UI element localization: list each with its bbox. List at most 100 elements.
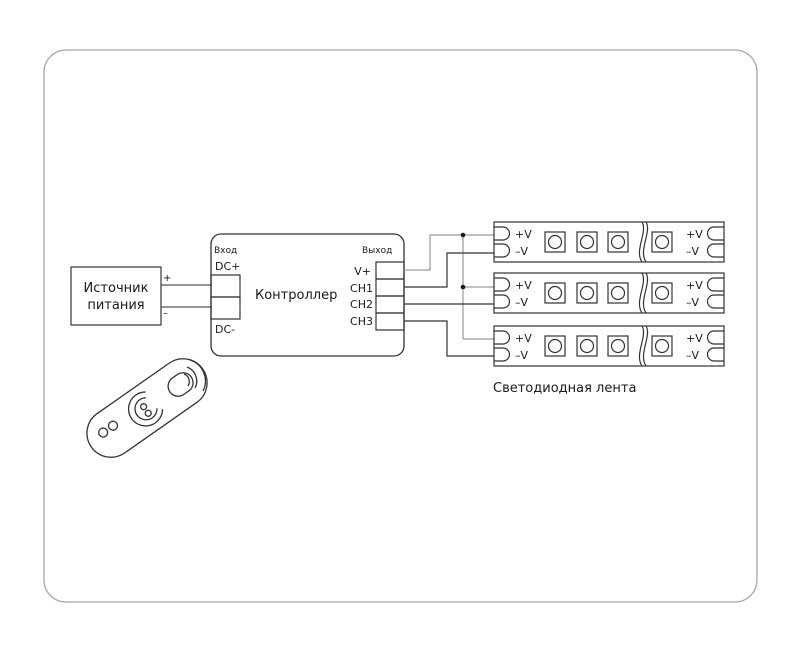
remote-body xyxy=(86,358,208,458)
led-chip xyxy=(651,282,673,304)
led-chip xyxy=(544,282,566,304)
input-label: Вход xyxy=(214,246,237,256)
cut-mark xyxy=(642,272,649,314)
wire-ch1 xyxy=(404,252,494,288)
remote-small-button xyxy=(98,427,109,438)
strip-plus-v-label: +V xyxy=(515,228,532,241)
led-lens xyxy=(547,234,563,250)
output-ch2-label: CH2 xyxy=(350,298,373,311)
strip-body xyxy=(493,221,725,263)
strip-plus-v-label: +V xyxy=(686,228,703,241)
cut-mark xyxy=(638,272,645,314)
cut-mark xyxy=(638,221,645,263)
controller-title: Контроллер xyxy=(255,288,337,303)
strip-minus-v-label: –V xyxy=(515,245,529,258)
led-lens xyxy=(654,285,670,301)
connector-tab xyxy=(494,226,511,241)
output-terminal-ch1 xyxy=(375,278,405,297)
cut-mark xyxy=(642,325,649,367)
connector-tab xyxy=(706,294,724,309)
minus-sign: – xyxy=(163,308,168,319)
led-chip xyxy=(607,335,629,357)
connector-tab xyxy=(494,243,511,258)
led-strips: +V –V +V –V +V –V +V –V +V –V +V –V xyxy=(493,221,725,367)
wire-ch3 xyxy=(404,320,494,357)
plus-sign: + xyxy=(163,273,171,284)
led-lens xyxy=(579,234,595,250)
strip-plus-v-label: +V xyxy=(515,279,532,292)
led-lens xyxy=(547,285,563,301)
led-lens xyxy=(610,338,626,354)
power-source-box xyxy=(70,266,162,326)
input-terminal-minus xyxy=(210,296,241,320)
signal-waves-icon xyxy=(183,359,207,392)
output-wiring xyxy=(404,232,494,357)
led-chip xyxy=(607,231,629,253)
output-terminal-ch3 xyxy=(375,312,405,331)
strip-minus-v-label: –V xyxy=(686,245,700,258)
led-chip xyxy=(576,335,598,357)
connector-tab xyxy=(706,330,724,345)
led-lens xyxy=(654,234,670,250)
connector-tab xyxy=(706,243,724,258)
controller: Вход DC+ DC- Контроллер Выход V+ CH1 CH2… xyxy=(210,233,405,357)
remote-ring-inner xyxy=(134,397,158,421)
output-v-plus-label: V+ xyxy=(354,265,371,278)
led-lens xyxy=(610,234,626,250)
remote-small-button xyxy=(107,420,119,431)
strip-body xyxy=(493,325,725,367)
connector-tab xyxy=(706,226,724,241)
led-lens xyxy=(579,285,595,301)
remote-ring-outer xyxy=(127,391,164,427)
connector-tab xyxy=(494,347,511,362)
led-chip xyxy=(651,335,673,357)
led-chip xyxy=(651,231,673,253)
junction-dot xyxy=(460,232,466,238)
outer-frame xyxy=(43,49,758,603)
output-ch3-label: CH3 xyxy=(350,315,373,328)
strip-caption: Светодиодная лента xyxy=(493,381,636,396)
dc-minus-label: DC- xyxy=(215,323,235,336)
led-lens xyxy=(547,338,563,354)
junction-dot xyxy=(460,284,466,290)
connector-tab xyxy=(494,294,511,309)
led-chip xyxy=(544,335,566,357)
cut-mark xyxy=(642,221,649,263)
input-terminal-plus xyxy=(210,274,241,298)
strip-plus-v-label: +V xyxy=(515,332,532,345)
strip-minus-v-label: –V xyxy=(515,349,529,362)
remote-center-button xyxy=(139,403,148,411)
power-source-label-1: Источник xyxy=(84,281,149,296)
connector-tab xyxy=(706,347,724,362)
strip-minus-v-label: –V xyxy=(686,349,700,362)
cut-mark xyxy=(638,325,645,367)
strip-minus-v-label: –V xyxy=(686,296,700,309)
output-terminal-ch2 xyxy=(375,295,405,314)
strip-plus-v-label: +V xyxy=(686,332,703,345)
led-chip xyxy=(607,282,629,304)
connector-tab xyxy=(494,277,511,292)
remote-control xyxy=(86,358,208,458)
led-lens xyxy=(610,285,626,301)
strip-minus-v-label: –V xyxy=(515,296,529,309)
led-lens xyxy=(579,338,595,354)
remote-top-button xyxy=(167,372,194,397)
output-label: Выход xyxy=(362,246,392,256)
led-lens xyxy=(654,338,670,354)
led-strip: +V –V +V –V xyxy=(493,325,725,367)
power-source: Источник питания + – xyxy=(70,266,171,326)
connector-tab xyxy=(706,277,724,292)
power-source-label-2: питания xyxy=(87,298,144,313)
dc-plus-label: DC+ xyxy=(215,260,240,273)
led-chip xyxy=(576,231,598,253)
led-chip xyxy=(544,231,566,253)
led-chip xyxy=(576,282,598,304)
led-strip: +V –V +V –V xyxy=(493,221,725,263)
led-strip: +V –V +V –V xyxy=(493,272,725,314)
strip-body xyxy=(493,272,725,314)
strip-plus-v-label: +V xyxy=(686,279,703,292)
output-ch1-label: CH1 xyxy=(350,282,373,295)
output-terminal-v-plus xyxy=(375,261,405,280)
connector-tab xyxy=(494,330,511,345)
